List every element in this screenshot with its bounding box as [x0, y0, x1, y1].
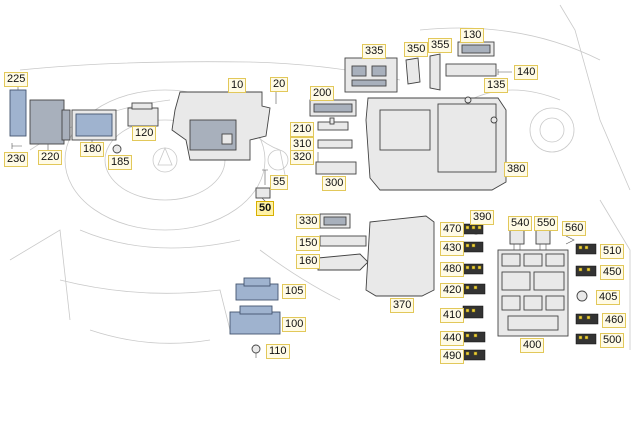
label-110: 110 — [266, 344, 290, 359]
connector-430 — [462, 241, 484, 253]
label-480: 480 — [440, 262, 465, 277]
part-20-screw — [272, 89, 280, 104]
part-550-relay — [535, 229, 551, 250]
label-420: 420 — [440, 283, 465, 298]
label-390: 390 — [470, 210, 495, 225]
label-185: 185 — [108, 155, 133, 170]
label-200: 200 — [310, 86, 335, 101]
label-490: 490 — [440, 349, 465, 364]
label-55: 55 — [270, 175, 289, 190]
label-100: 100 — [282, 317, 307, 332]
part-160-bracket — [317, 253, 369, 271]
label-160: 160 — [296, 254, 321, 269]
label-130: 130 — [460, 28, 485, 43]
connector-450 — [575, 265, 597, 277]
label-180: 180 — [80, 142, 105, 157]
label-320: 320 — [290, 150, 315, 165]
part-405-grommet — [576, 290, 588, 302]
label-450: 450 — [600, 265, 625, 280]
label-135: 135 — [484, 78, 509, 93]
part-400-fuse-holder — [497, 249, 569, 337]
label-350: 350 — [404, 42, 429, 57]
label-440: 440 — [440, 331, 465, 346]
label-120: 120 — [132, 126, 157, 141]
part-230-screw — [11, 143, 22, 149]
part-150-strip — [319, 235, 367, 247]
part-335-fusebox — [344, 57, 398, 93]
connector-500 — [575, 333, 597, 345]
part-200-module — [309, 99, 357, 117]
part-135-bracket — [445, 63, 497, 77]
label-430: 430 — [440, 241, 465, 256]
part-370-panel — [365, 215, 435, 297]
label-220: 220 — [38, 150, 63, 165]
label-460: 460 — [602, 313, 627, 328]
label-300: 300 — [322, 176, 347, 191]
part-560-terminal — [565, 235, 575, 245]
label-105: 105 — [282, 284, 307, 299]
connector-480 — [462, 263, 484, 275]
part-130-relay-block — [457, 41, 495, 57]
connector-470 — [462, 223, 484, 235]
connector-420 — [462, 283, 486, 295]
part-105-module — [235, 277, 279, 301]
label-230: 230 — [4, 152, 29, 167]
label-50-highlighted[interactable]: 50 — [256, 201, 275, 216]
label-405: 405 — [596, 290, 621, 305]
label-410: 410 — [440, 308, 465, 323]
part-350-cover — [405, 57, 421, 85]
part-330-relay — [319, 213, 351, 229]
connector-440 — [462, 331, 486, 343]
label-510: 510 — [600, 244, 625, 259]
part-355-cover — [429, 53, 441, 91]
part-100-module — [229, 305, 281, 335]
connector-410 — [462, 305, 484, 319]
label-550: 550 — [534, 216, 559, 231]
label-400: 400 — [520, 338, 545, 353]
part-120-bracket — [127, 102, 159, 127]
part-210-holder — [317, 117, 349, 131]
label-560: 560 — [562, 221, 587, 236]
part-140-screw — [497, 69, 512, 75]
part-55-clip — [262, 169, 268, 185]
connector-490 — [462, 349, 486, 361]
label-370: 370 — [390, 298, 415, 313]
part-185-nut — [112, 144, 122, 154]
part-110-screw — [251, 344, 261, 358]
part-10-carrier — [171, 88, 271, 161]
connector-510 — [575, 243, 597, 255]
part-310-holder — [317, 139, 353, 149]
part-540-relay — [509, 229, 525, 250]
label-150: 150 — [296, 236, 321, 251]
label-10: 10 — [228, 78, 247, 93]
label-335: 335 — [362, 44, 387, 59]
part-220-control-unit — [29, 99, 71, 150]
connector-460 — [575, 313, 599, 325]
dashboard-outline — [9, 4, 631, 350]
label-500: 500 — [600, 333, 625, 348]
label-210: 210 — [290, 122, 315, 137]
label-225: 225 — [4, 72, 29, 87]
label-540: 540 — [508, 216, 533, 231]
part-180-display — [71, 109, 117, 146]
label-20: 20 — [270, 77, 289, 92]
part-300-bracket — [315, 161, 357, 175]
label-470: 470 — [440, 222, 465, 237]
label-330: 330 — [296, 214, 321, 229]
part-380-fusebox — [365, 96, 507, 191]
label-355: 355 — [428, 38, 453, 53]
label-140: 140 — [514, 65, 539, 80]
label-380: 380 — [504, 162, 529, 177]
part-225-module — [9, 86, 27, 137]
